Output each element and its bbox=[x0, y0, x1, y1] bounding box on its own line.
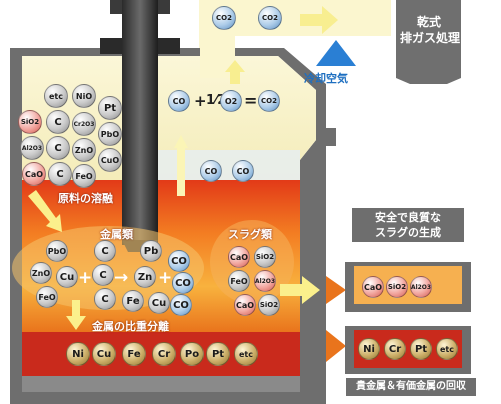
arrow-metal-tap bbox=[326, 330, 346, 362]
metal-ball: Fe bbox=[122, 290, 144, 312]
furnace-wall bbox=[10, 48, 336, 404]
co-ball: CO bbox=[168, 250, 190, 272]
arrow-slag-tap bbox=[326, 276, 346, 304]
raw-material-ball: FeO bbox=[72, 164, 96, 188]
metal-layer-ball: etc bbox=[234, 342, 258, 366]
raw-material-ball: Al2O3 bbox=[20, 136, 44, 160]
metal-ball: PbO bbox=[46, 240, 68, 262]
slag-ball: FeO bbox=[228, 270, 250, 292]
reaction-co-ball: CO bbox=[168, 90, 190, 112]
co2-ball-duct-2: CO2 bbox=[258, 6, 282, 30]
metals-title: 金属類 bbox=[100, 228, 133, 241]
reaction-equals: = bbox=[244, 91, 258, 110]
arrow-slag-out bbox=[280, 276, 320, 304]
metal-layer-ball: Fe bbox=[122, 342, 146, 366]
reaction-co2-ball: CO2 bbox=[258, 90, 280, 112]
metal-ball: C bbox=[94, 240, 116, 262]
arrow-duct-right bbox=[300, 6, 338, 34]
metal-ball: ZnO bbox=[30, 262, 52, 284]
plus-sign: + bbox=[78, 268, 93, 288]
raw-material-ball: CuO bbox=[98, 148, 122, 172]
hearth-floor bbox=[22, 376, 300, 392]
raw-material-ball: CaO bbox=[22, 162, 46, 186]
dry-treatment-label: 乾式 排ガス処理 bbox=[400, 15, 461, 45]
raw-material-ball: SiO2 bbox=[18, 110, 42, 134]
raw-materials-label: 原料の溶融 bbox=[58, 192, 113, 205]
metal-layer-ball: Pt bbox=[206, 342, 230, 366]
co-ball: CO bbox=[170, 294, 192, 316]
arrow-reaction-up bbox=[174, 135, 188, 196]
slag-product-ball: CaO bbox=[362, 276, 384, 298]
metal-layer-ball: Po bbox=[180, 342, 204, 366]
co2-ball-duct-1: CO2 bbox=[212, 6, 236, 30]
separation-label: 金属の比重分離 bbox=[92, 320, 169, 333]
slag-ball: Al2O3 bbox=[254, 270, 276, 292]
metal-product-ball: Cr bbox=[384, 338, 406, 360]
slag-ball: SiO2 bbox=[254, 246, 276, 268]
slag-ball: CaO bbox=[234, 294, 256, 316]
metal-product-caption: 貴金属＆有価金属の回収 bbox=[346, 378, 476, 396]
electrode bbox=[122, 0, 158, 245]
slag-tray-floor bbox=[345, 304, 471, 312]
slag-title: スラグ類 bbox=[228, 228, 272, 241]
metal-ball: Cu bbox=[148, 292, 170, 314]
slag-product-ball: SiO2 bbox=[386, 276, 408, 298]
raw-material-ball: C bbox=[48, 162, 72, 186]
metal-ball: C bbox=[92, 264, 114, 286]
metal-ball: Zn bbox=[134, 266, 156, 288]
cooling-air-label: 冷却空気 bbox=[304, 72, 348, 85]
metal-product-ball: etc bbox=[436, 338, 458, 360]
slag-ball: SiO2 bbox=[258, 294, 280, 316]
raw-material-ball: Cr2O3 bbox=[72, 112, 96, 136]
metal-product-ball: Pt bbox=[410, 338, 432, 360]
plus-sign: + bbox=[158, 268, 173, 288]
raw-material-ball: C bbox=[46, 110, 70, 134]
reaction-o2-ball: O2 bbox=[220, 90, 242, 112]
gas-co-ball-2: CO bbox=[232, 160, 254, 182]
metal-ball: FeO bbox=[36, 286, 58, 308]
metal-product-ball: Ni bbox=[358, 338, 380, 360]
raw-material-ball: etc bbox=[44, 84, 68, 108]
metal-tray-floor bbox=[345, 368, 471, 374]
raw-material-ball: Pt bbox=[98, 96, 122, 120]
metal-layer-ball: Cu bbox=[92, 342, 116, 366]
gas-co-ball-1: CO bbox=[200, 160, 222, 182]
metal-layer-ball: Ni bbox=[66, 342, 90, 366]
raw-material-ball: PbO bbox=[98, 122, 122, 146]
co-ball: CO bbox=[172, 272, 194, 294]
raw-material-ball: ZnO bbox=[72, 138, 96, 162]
arrow-melt-down bbox=[28, 190, 62, 232]
dry-treatment-box bbox=[396, 0, 461, 84]
metal-layer-ball: Cr bbox=[152, 342, 176, 366]
arrow-gas-up bbox=[225, 60, 245, 84]
metal-ball: Pb bbox=[140, 240, 162, 262]
slag-product-caption: 安全で良質な スラグの生成 bbox=[352, 208, 464, 242]
slag-product-ball: Al2O3 bbox=[410, 276, 432, 298]
metal-ball: Cu bbox=[56, 266, 78, 288]
slag-ball: CaO bbox=[228, 246, 250, 268]
raw-material-ball: NiO bbox=[72, 84, 96, 108]
arrow-separate-down bbox=[66, 300, 86, 330]
cooling-air-icon bbox=[316, 40, 356, 66]
metal-ball: C bbox=[94, 288, 116, 310]
reaction-plus: + bbox=[194, 92, 207, 110]
raw-material-ball: C bbox=[46, 136, 70, 160]
reaction-arrow: → bbox=[114, 268, 129, 288]
